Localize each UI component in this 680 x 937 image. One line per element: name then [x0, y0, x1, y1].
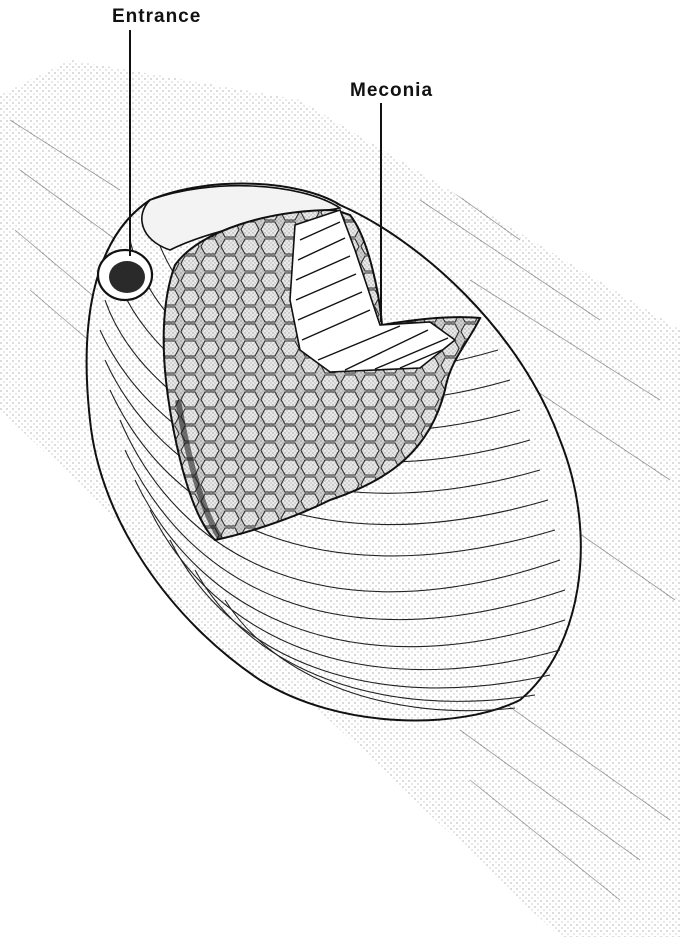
entrance-label: Entrance — [112, 6, 201, 28]
meconia-label: Meconia — [350, 80, 433, 102]
entrance-hole — [98, 250, 152, 300]
